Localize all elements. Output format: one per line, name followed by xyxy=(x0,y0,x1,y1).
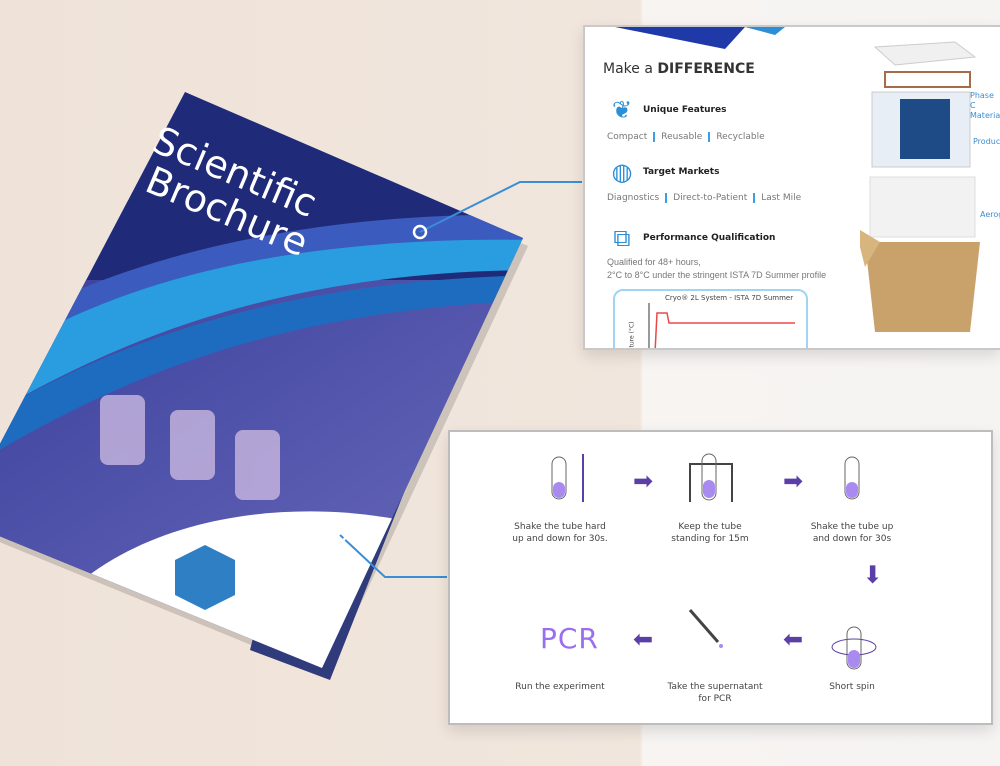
tube-icon xyxy=(551,454,584,502)
pipette-icon xyxy=(688,609,723,648)
header-banner xyxy=(615,27,785,49)
chart-line xyxy=(648,303,795,348)
chart-title: Cryo® 2L System - ISTA 7D Summer xyxy=(665,294,794,302)
feature-qualification: ⧉Performance Qualification xyxy=(607,223,775,253)
globe-icon: ◍ xyxy=(611,158,633,186)
brochure-page-preview-features: Make a DIFFERENCE ❦Unique Features Compa… xyxy=(583,25,1000,350)
packaging-exploded-view xyxy=(860,41,980,332)
callout-product: Produc xyxy=(973,137,1000,146)
tube-shake-icon xyxy=(844,456,860,500)
arrow-right-icon: ➡ xyxy=(783,467,804,495)
arrow-down-icon: ➡ xyxy=(859,563,888,585)
arrow-left-icon: ➡ xyxy=(633,626,654,654)
feature-markets: ◍Target Markets xyxy=(607,157,720,187)
page-heading: Make a DIFFERENCE xyxy=(603,61,755,77)
step-6-label: Run the experiment xyxy=(515,682,605,692)
qualification-text: Qualified for 48+ hours,2°C to 8°C under… xyxy=(607,257,827,280)
arrow-right-icon: ➡ xyxy=(633,467,654,495)
vials xyxy=(100,395,280,500)
cube-logo xyxy=(175,545,235,610)
protocol-icons xyxy=(551,453,877,670)
feature-unique: ❦Unique Features xyxy=(607,95,727,125)
arrow-left-icon: ➡ xyxy=(783,626,804,654)
step-4-label: Short spin xyxy=(829,682,875,692)
leaf-icon: ❦ xyxy=(611,96,633,124)
connector-line-bottom xyxy=(339,534,447,578)
tube-rack-icon xyxy=(689,453,733,502)
box-clock-icon: ⧉ xyxy=(613,224,631,252)
connector-line-top xyxy=(419,181,582,233)
spin-tube-icon xyxy=(831,626,877,670)
brochure-wave xyxy=(0,238,523,440)
callout-aerogel: Aerog xyxy=(980,210,1000,219)
temperature-chart: Cryo® 2L System - ISTA 7D Summer ture (°… xyxy=(613,289,808,348)
pcr-text: PCR xyxy=(540,622,599,655)
